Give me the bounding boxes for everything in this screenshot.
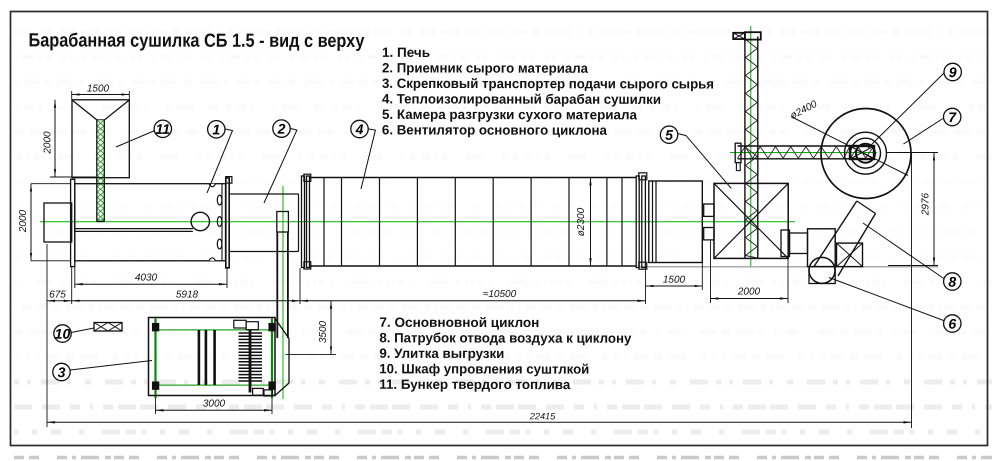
svg-text:2000: 2000 bbox=[18, 209, 29, 233]
svg-text:675: 675 bbox=[49, 289, 66, 300]
svg-text:6: 6 bbox=[948, 316, 956, 332]
svg-text:2976: 2976 bbox=[921, 192, 932, 216]
svg-text:9: 9 bbox=[949, 64, 957, 80]
svg-text:≈10500: ≈10500 bbox=[483, 289, 517, 300]
svg-text:1: 1 bbox=[212, 121, 220, 137]
svg-text:2: 2 bbox=[277, 121, 286, 137]
svg-text:2000: 2000 bbox=[737, 286, 761, 297]
svg-text:3500: 3500 bbox=[318, 320, 329, 343]
svg-text:5918: 5918 bbox=[176, 289, 199, 300]
svg-text:10: 10 bbox=[55, 326, 71, 342]
svg-text:8. Патрубок отвода воздуха к ц: 8. Патрубок отвода воздуха к циклону bbox=[379, 330, 632, 345]
svg-text:3000: 3000 bbox=[203, 398, 226, 409]
svg-text:4030: 4030 bbox=[135, 272, 158, 283]
svg-text:8: 8 bbox=[948, 274, 956, 290]
svg-text:3. Скрепковый транспортер пода: 3. Скрепковый транспортер подачи сырого … bbox=[382, 76, 714, 92]
svg-text:9. Улитка выгрузки: 9. Улитка выгрузки bbox=[379, 346, 504, 361]
svg-text:2000: 2000 bbox=[43, 131, 54, 155]
svg-text:5. Камера разгрузки сухого мат: 5. Камера разгрузки сухого материала bbox=[382, 107, 638, 122]
svg-text:6. Вентилятор основного циклон: 6. Вентилятор основного циклона bbox=[382, 122, 608, 137]
svg-text:7. Основновной циклон: 7. Основновной циклон bbox=[379, 315, 539, 330]
svg-text:1. Печь: 1. Печь bbox=[382, 45, 430, 60]
svg-text:5: 5 bbox=[665, 127, 673, 143]
svg-text:4. Теплоизолированный барабан: 4. Теплоизолированный барабан сушилки bbox=[382, 91, 661, 106]
svg-text:1500: 1500 bbox=[663, 275, 686, 286]
svg-text:4: 4 bbox=[355, 121, 364, 137]
svg-text:11: 11 bbox=[155, 121, 170, 137]
svg-text:2. Приемник сырого материала: 2. Приемник сырого материала bbox=[382, 60, 589, 75]
svg-text:ø2300: ø2300 bbox=[576, 207, 587, 236]
svg-text:Барабанная сушилка СБ 1.5 - в: Барабанная сушилка СБ 1.5 - вид с верху bbox=[28, 30, 364, 52]
svg-text:1500: 1500 bbox=[87, 83, 110, 94]
svg-text:3: 3 bbox=[58, 364, 66, 380]
svg-text:10. Шкаф упровления суштлкой: 10. Шкаф упровления суштлкой bbox=[379, 361, 589, 376]
svg-text:7: 7 bbox=[948, 109, 957, 125]
svg-text:11. Бункер твердого топлива: 11. Бункер твердого топлива bbox=[379, 377, 571, 392]
svg-text:22415: 22415 bbox=[529, 411, 556, 421]
